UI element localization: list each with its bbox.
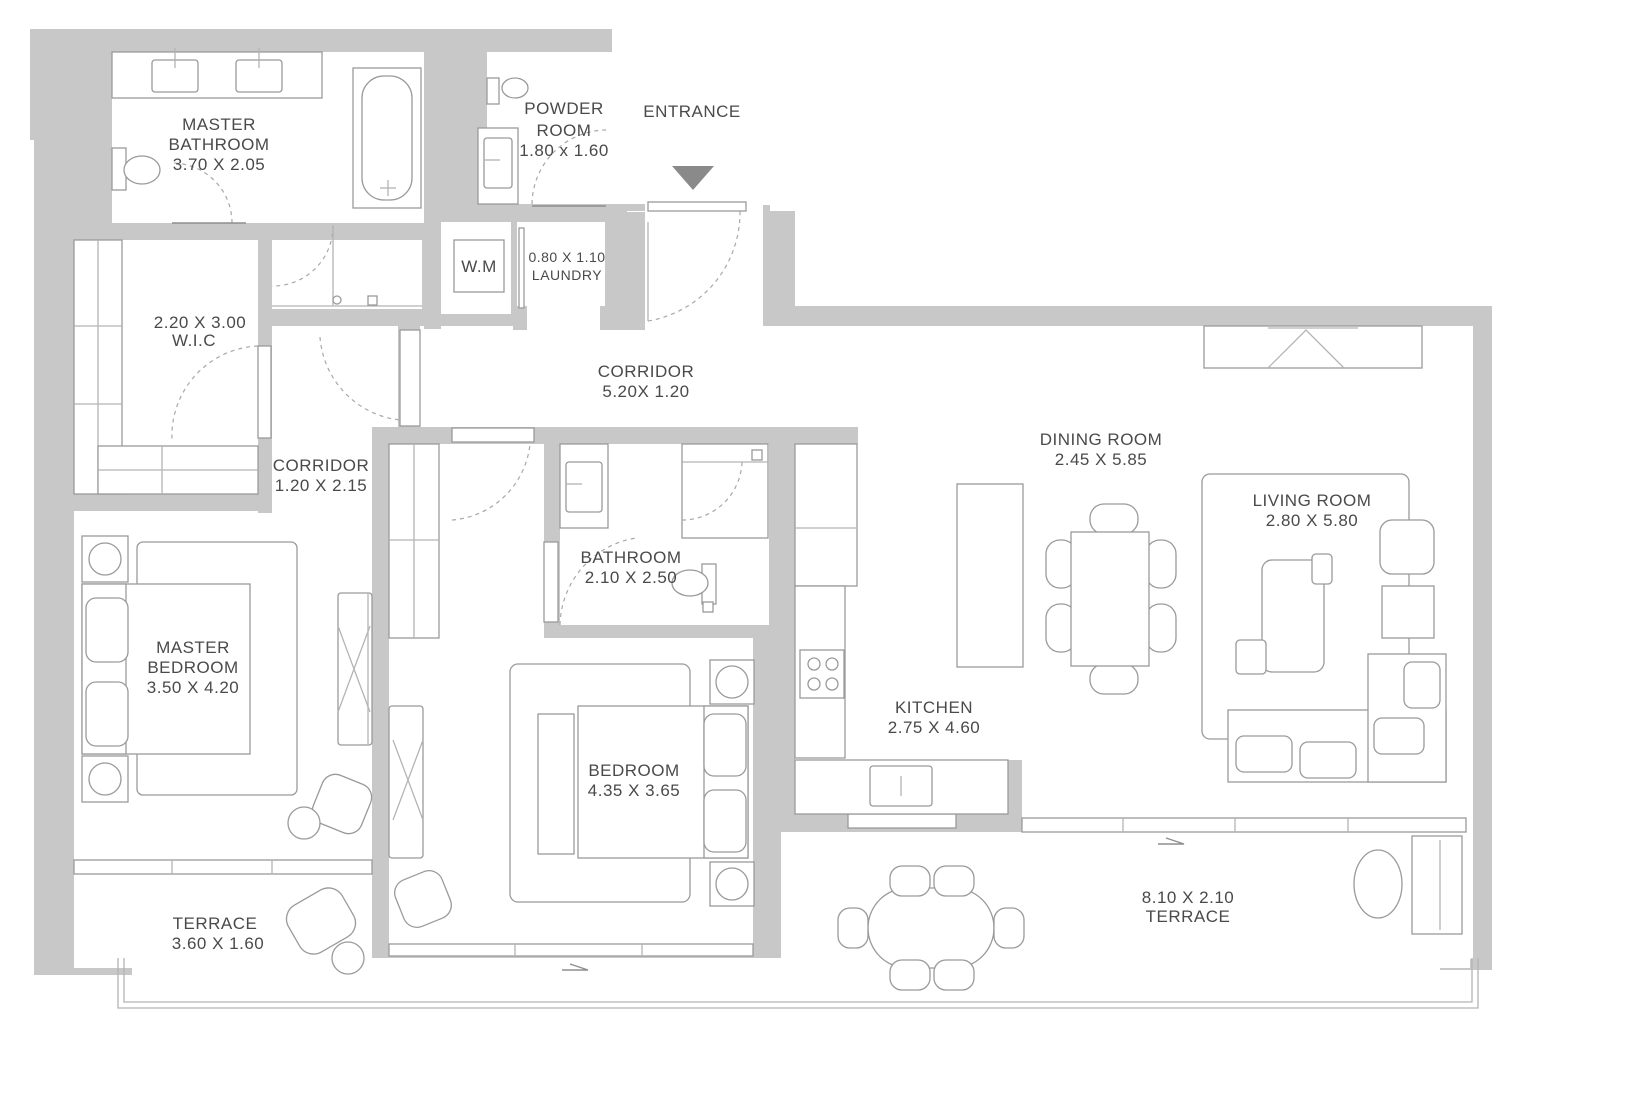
corridor-main-size: 5.20X 1.20 (602, 382, 689, 401)
bathroom-size: 2.10 X 2.50 (585, 568, 677, 587)
terrace-small-size: 3.60 X 1.60 (172, 934, 264, 953)
entrance-arrow-icon (672, 166, 714, 190)
master-bathroom-size: 3.70 X 2.05 (173, 155, 265, 174)
living-furniture (1201, 473, 1447, 783)
terrace-balustrade (117, 958, 1479, 1009)
dining-room-name: DINING ROOM (1040, 430, 1163, 449)
large-terrace-furniture (562, 835, 1463, 991)
entrance-area (647, 166, 747, 322)
corridor-small-name: CORRIDOR (273, 456, 370, 475)
powder-room-name-2: ROOM (537, 121, 592, 140)
powder-room-name-1: POWDER (524, 99, 604, 118)
master-bathroom-name-2: BATHROOM (169, 135, 270, 154)
dining-room-size: 2.45 X 5.85 (1055, 450, 1147, 469)
powder-room-size: 1.80 x 1.60 (519, 141, 609, 160)
bathroom-fixtures (543, 443, 769, 626)
laundry-appliance: W.M (461, 257, 497, 276)
master-bathroom-fixtures (111, 48, 422, 224)
living-room-size: 2.80 X 5.80 (1266, 511, 1358, 530)
laundry-size: 0.80 X 1.10 (528, 249, 605, 265)
master-bedroom-name-2: BEDROOM (147, 658, 238, 677)
entrance-label: ENTRANCE (643, 102, 741, 121)
shower-area (271, 224, 422, 307)
windows (73, 325, 1467, 957)
master-bedroom-furniture (81, 535, 373, 840)
terrace-large-name: TERRACE (1146, 907, 1231, 926)
bathroom-name: BATHROOM (581, 548, 682, 567)
small-terrace-furniture (285, 887, 365, 975)
laundry-name: LAUNDRY (532, 267, 602, 283)
terrace-large-size: 8.10 X 2.10 (1142, 888, 1234, 907)
wic-fixtures (73, 239, 272, 495)
bedroom-name: BEDROOM (588, 761, 679, 780)
terrace-small-name: TERRACE (173, 914, 258, 933)
master-bathroom-name-1: MASTER (182, 115, 256, 134)
corridor-doors (319, 329, 535, 521)
living-room-name: LIVING ROOM (1253, 491, 1372, 510)
wic-name: W.I.C (172, 331, 216, 350)
master-bedroom-name-1: MASTER (156, 638, 230, 657)
bedroom-furniture (388, 443, 755, 928)
corridor-main-name: CORRIDOR (598, 362, 695, 381)
kitchen-name: KITCHEN (895, 698, 973, 717)
powder-room-fixtures (477, 77, 607, 207)
master-bedroom-size: 3.50 X 4.20 (147, 678, 239, 697)
wic-size: 2.20 X 3.00 (154, 313, 246, 332)
dining-furniture (1045, 503, 1177, 695)
laundry-fixtures (453, 227, 525, 309)
kitchen-fixtures (794, 443, 1024, 815)
bedroom-size: 4.35 X 3.65 (588, 781, 680, 800)
corridor-small-size: 1.20 X 2.15 (275, 476, 367, 495)
kitchen-size: 2.75 X 4.60 (888, 718, 980, 737)
room-labels: MASTER BATHROOM 3.70 X 2.05 POWDER ROOM … (147, 99, 1372, 953)
